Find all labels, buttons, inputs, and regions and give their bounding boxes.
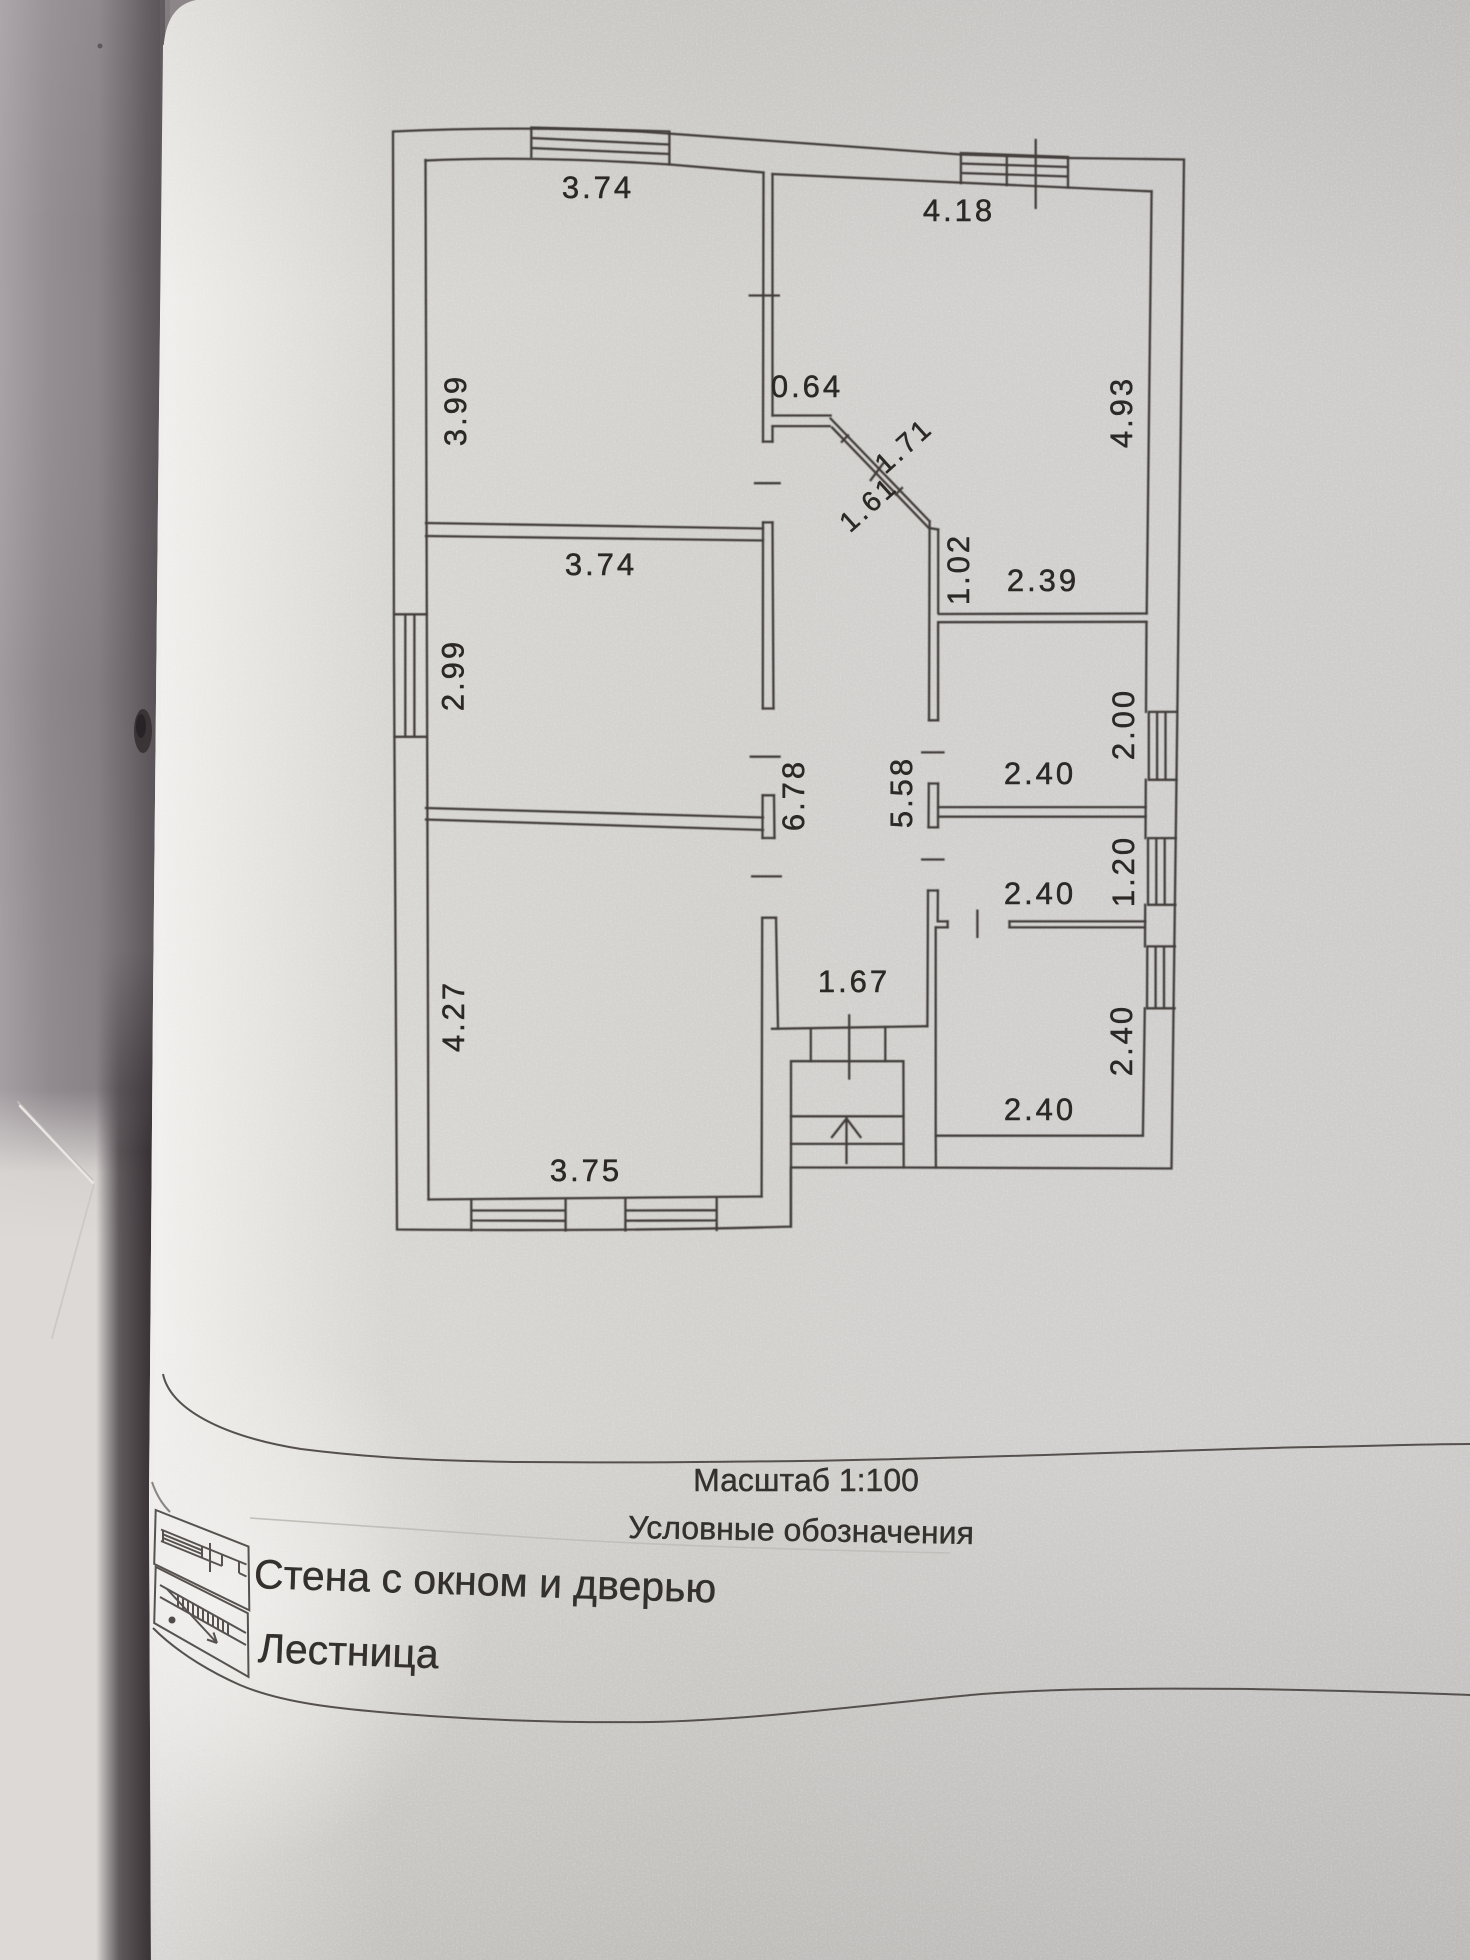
svg-text:4.27: 4.27 [436,980,471,1052]
svg-text:4.18: 4.18 [923,193,995,228]
svg-text:2.40: 2.40 [1104,1004,1139,1076]
svg-text:2.40: 2.40 [1004,756,1076,791]
svg-text:2.00: 2.00 [1106,688,1141,760]
svg-text:Масштаб 1:100: Масштаб 1:100 [693,1462,919,1498]
svg-text:2.39: 2.39 [1007,563,1079,598]
svg-text:Лестница: Лестница [257,1625,440,1677]
svg-text:6.78: 6.78 [776,759,811,831]
svg-text:3.74: 3.74 [562,170,634,205]
svg-text:1.67: 1.67 [818,964,890,999]
svg-text:2.40: 2.40 [1004,1092,1076,1127]
svg-text:3.75: 3.75 [550,1153,622,1188]
svg-text:Условные обозначения: Условные обозначения [628,1509,974,1551]
svg-text:4.93: 4.93 [1104,376,1139,448]
svg-text:0.64: 0.64 [771,369,843,404]
svg-text:3.74: 3.74 [565,547,637,582]
svg-text:2.99: 2.99 [436,639,471,711]
svg-text:3.99: 3.99 [438,374,473,446]
svg-text:5.58: 5.58 [884,756,919,828]
svg-text:1.02: 1.02 [941,533,976,605]
svg-text:1.20: 1.20 [1106,835,1141,907]
svg-text:2.40: 2.40 [1004,876,1076,911]
